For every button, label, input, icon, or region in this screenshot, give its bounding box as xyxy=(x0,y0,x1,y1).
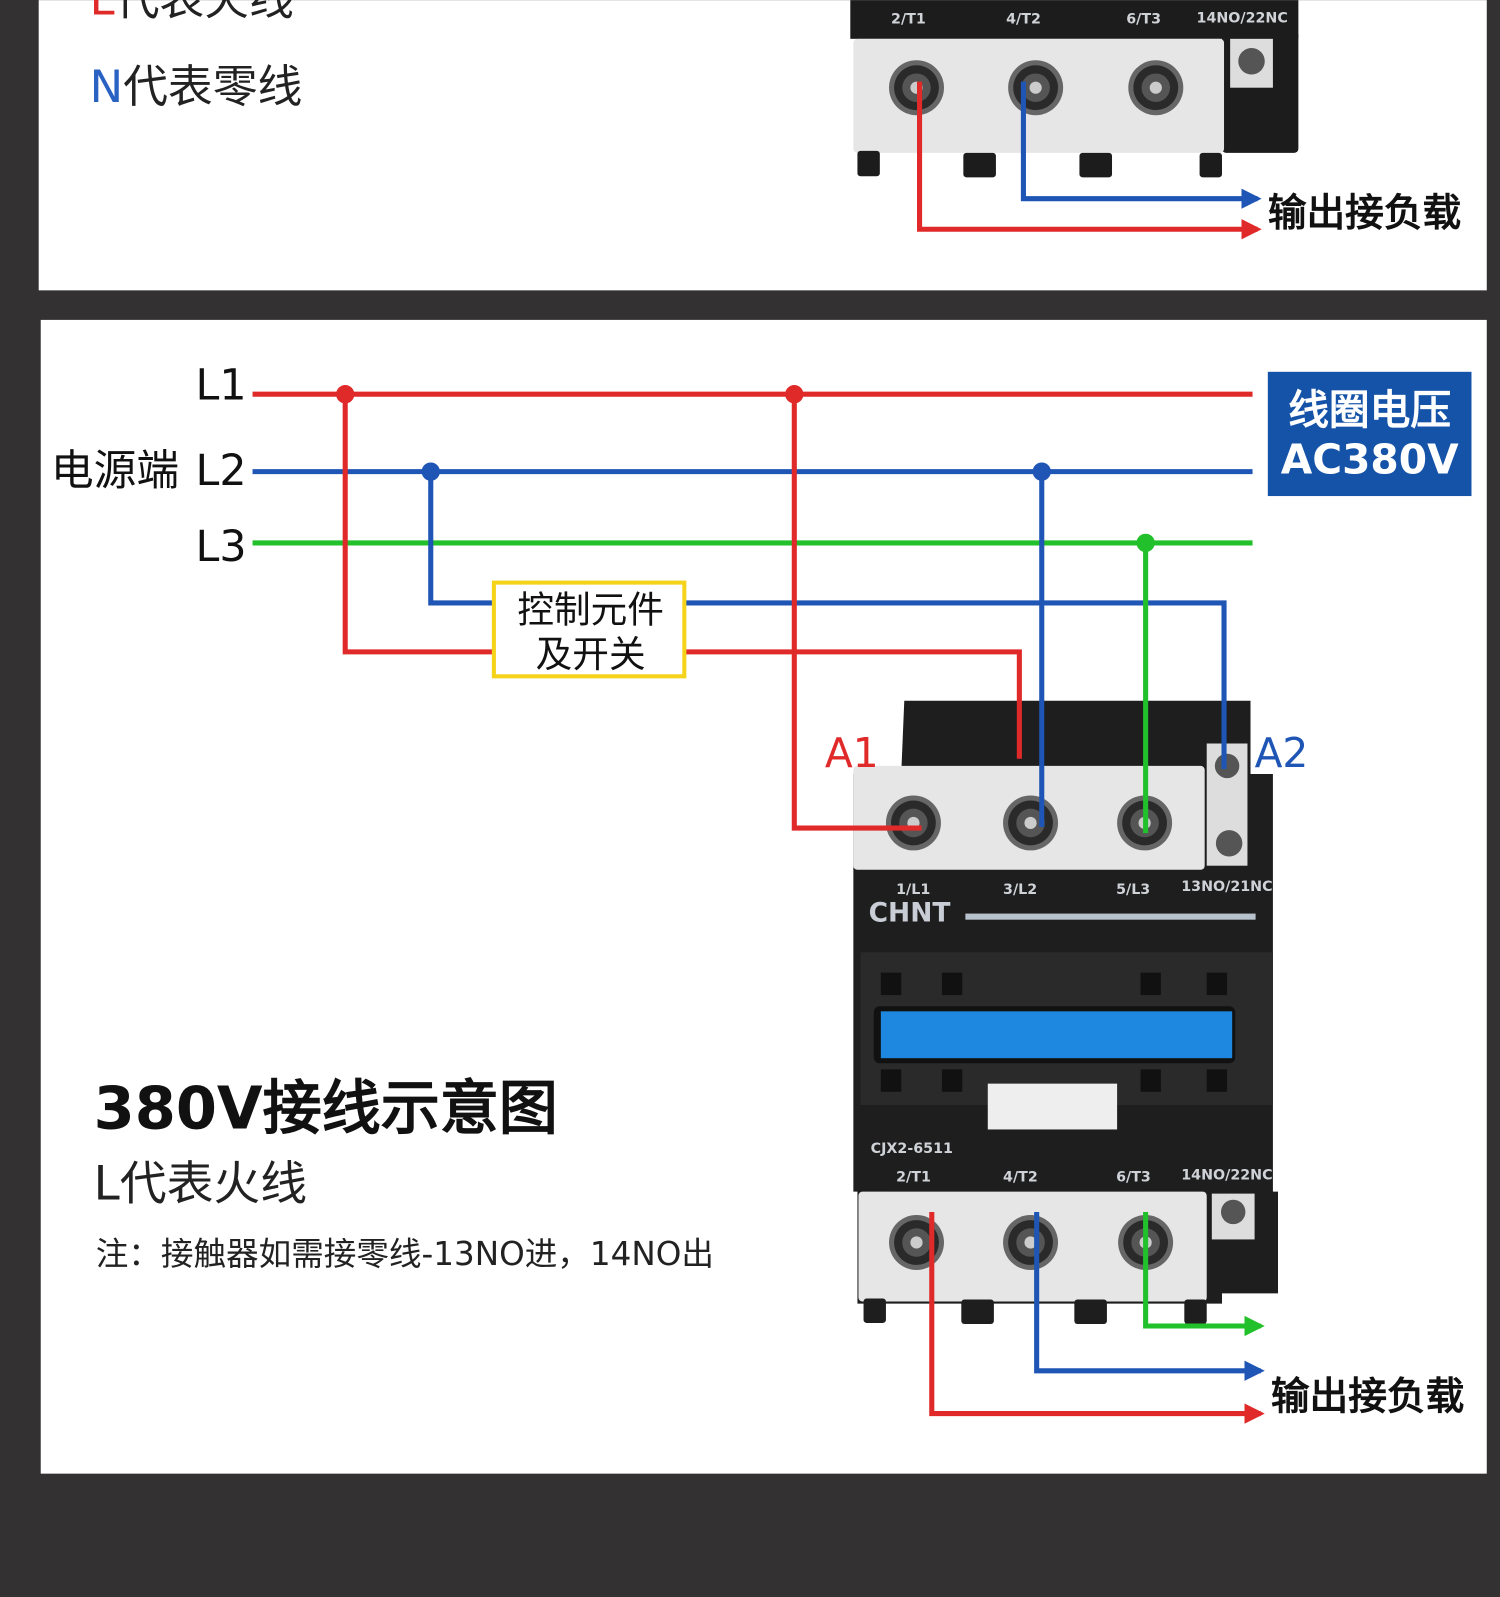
legend-l-text: 代表火线 xyxy=(115,0,294,25)
terminal-label: 6/T3 xyxy=(1126,12,1161,28)
blue-control-wire xyxy=(428,471,494,606)
svg-text:及开关: 及开关 xyxy=(536,633,646,676)
line-label-l1: L1 xyxy=(196,360,247,410)
source-label: 电源端 xyxy=(51,446,179,496)
contactor-image-top: 2/T1 4/T2 6/T3 14NO/22NC xyxy=(850,0,1299,178)
terminal-label: 1/L1 xyxy=(896,882,930,898)
terminal-label: 14NO/22NC xyxy=(1197,11,1288,27)
top-panel: L代表火线 N代表零线 2/T1 4/T2 6/T3 14NO/22NC 输出接… xyxy=(38,0,1487,291)
output-label: 输出接负载 xyxy=(1271,1374,1464,1419)
terminal-label: 4/T2 xyxy=(1003,1169,1038,1185)
terminal-label: 3/L2 xyxy=(1003,882,1037,898)
svg-text:N代表零线: N代表零线 xyxy=(90,60,303,113)
svg-text:AC380V: AC380V xyxy=(1281,436,1459,484)
diagram-note: 注：接触器如需接零线-13NO进，14NO出 xyxy=(96,1235,714,1273)
svg-text:线圈电压: 线圈电压 xyxy=(1288,386,1451,434)
l1-main-wire xyxy=(791,394,922,831)
svg-text:控制元件: 控制元件 xyxy=(517,588,664,631)
green-output-wire xyxy=(1143,1211,1265,1337)
diagram-subtitle: L代表火线 xyxy=(94,1158,307,1212)
bottom-panel: L1 L2 L3 电源端 线圈电压 AC380V 1/L1 3/L2 5/L3 … xyxy=(40,319,1487,1474)
diagram-title: 380V接线示意图 xyxy=(94,1073,558,1142)
model-label: CJX2-6511 xyxy=(871,1141,953,1157)
terminal-label: 2/T1 xyxy=(891,12,926,28)
contactor-image: 1/L1 3/L2 5/L3 13NO/21NC CHNT CJX2-6511 … xyxy=(853,700,1279,1324)
line-label-l2: L2 xyxy=(196,446,247,496)
junction-dots xyxy=(336,385,1155,553)
blue-output-wire xyxy=(1020,81,1262,209)
red-control-wire xyxy=(342,394,494,655)
a1-label: A1 xyxy=(825,729,879,777)
red-output-wire xyxy=(917,81,1262,240)
terminal-label: 5/L3 xyxy=(1116,882,1150,898)
output-label: 输出接负载 xyxy=(1268,191,1461,236)
a2-label: A2 xyxy=(1255,729,1309,777)
control-switch-box: 控制元件 及开关 xyxy=(491,580,687,679)
coil-voltage-badge: 线圈电压 AC380V xyxy=(1267,371,1472,497)
terminal-label: 14NO/22NC xyxy=(1181,1167,1272,1183)
terminal-label: 6/T3 xyxy=(1116,1169,1151,1185)
svg-text:L代表火线: L代表火线 xyxy=(90,0,294,25)
terminal-label: 4/T2 xyxy=(1006,12,1041,28)
terminal-label: 2/T1 xyxy=(896,1169,931,1185)
line-label-l3: L3 xyxy=(196,522,247,572)
terminal-label: 13NO/21NC xyxy=(1181,879,1272,895)
blue-actuator xyxy=(880,1011,1233,1059)
legend-n-text: 代表零线 xyxy=(123,60,302,113)
legend-l-letter: L xyxy=(90,0,115,25)
a2-wire xyxy=(684,600,1227,769)
brand-logo: CHNT xyxy=(869,898,951,929)
red-output-wire xyxy=(929,1211,1265,1424)
blue-output-wire xyxy=(1034,1211,1265,1381)
legend-n-letter: N xyxy=(90,60,124,113)
